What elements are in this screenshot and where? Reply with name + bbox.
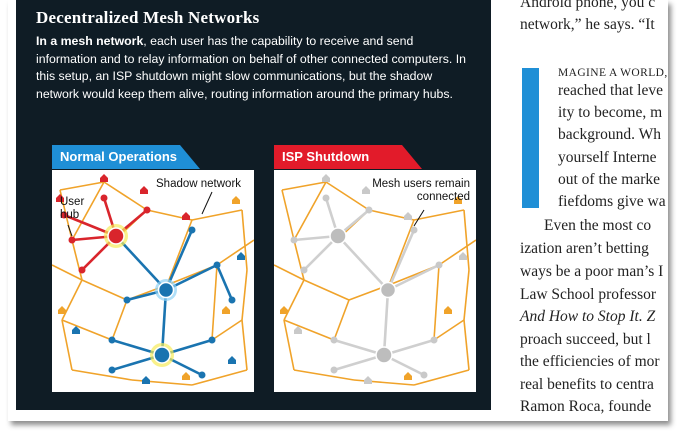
article-line: Ramon Roca, founde	[520, 398, 652, 415]
article-line: Law School professor	[520, 286, 657, 303]
sidebar-intro: In a mesh network, each user has the cap…	[36, 33, 476, 103]
article-line: proach succeed, but l	[520, 331, 651, 348]
tab-isp-shutdown: ISP Shutdown	[274, 145, 422, 169]
article-line: Even the most co	[544, 217, 652, 234]
intro-bold: In a mesh network	[36, 34, 144, 48]
article-line: network,” he says. “It	[520, 16, 655, 33]
article-line: background. Wh	[558, 126, 662, 143]
drop-cap-bar	[522, 68, 539, 208]
article-line: the efficiencies of mor	[520, 353, 660, 370]
article-line: fiefdoms give wa	[558, 193, 666, 210]
article-line: real benefits to centra	[520, 376, 654, 393]
article-line: reached that leve	[558, 82, 663, 99]
intro-text: , each user has the capability to receiv…	[36, 34, 466, 101]
article-line: ways be a poor man’s I	[520, 263, 664, 280]
label-mesh-users: Mesh users remain connected	[372, 178, 470, 203]
article-line: out of the marke	[558, 171, 661, 188]
article-line: yourself Interne	[558, 149, 657, 166]
article-line: Android phone, you c	[520, 0, 656, 11]
sidebar-panel: Decentralized Mesh Networks In a mesh ne…	[16, 0, 491, 410]
magazine-page: Decentralized Mesh Networks In a mesh ne…	[8, 0, 668, 421]
article-line: And How to Stop It. Z	[520, 308, 656, 325]
article-line: ization aren’t betting	[520, 240, 649, 257]
label-shadow-network: Shadow network	[156, 178, 242, 190]
article-dropcap-line: MAGINE A WORLD,	[558, 67, 668, 79]
normal-operations-diagram: Shadow network User hub	[52, 170, 254, 392]
sidebar-title: Decentralized Mesh Networks	[36, 8, 260, 27]
label-user-hub: User hub	[60, 196, 85, 221]
article-line: ity to become, m	[558, 104, 663, 121]
isp-shutdown-diagram: Mesh users remain connected	[274, 170, 476, 392]
tab-normal-operations: Normal Operations	[52, 145, 200, 169]
